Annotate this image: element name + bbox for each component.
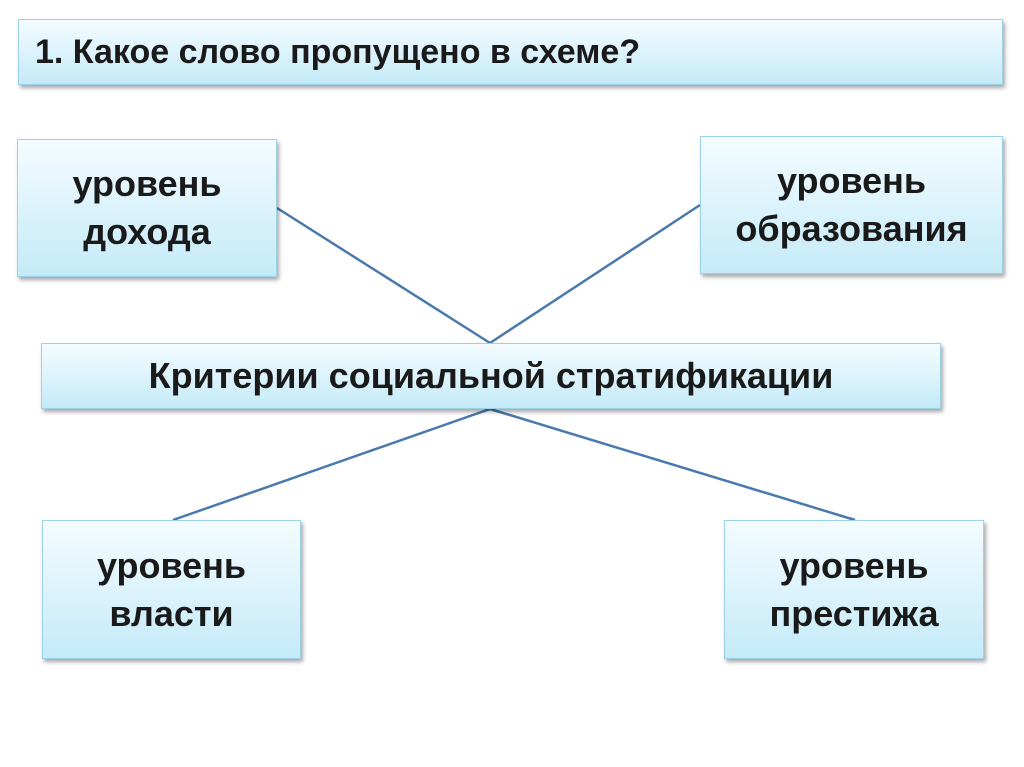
criterion-income-line2: дохода (83, 211, 211, 252)
criterion-prestige-line2: престижа (769, 592, 939, 634)
connector-power (172, 407, 491, 522)
criterion-education-line2: образования (735, 208, 968, 249)
question-title: 1. Какое слово пропущено в схеме? (18, 19, 1003, 85)
connector-prestige (489, 407, 856, 522)
criterion-box-prestige: уровень престижа (724, 520, 984, 659)
criterion-education-line1: уровень (776, 160, 927, 202)
central-concept-box: Критерии социальной стратификации (41, 343, 941, 409)
criterion-box-income: уровень дохода (17, 139, 277, 277)
criterion-income-line1: уровень (72, 163, 222, 205)
criterion-box-education: уровень образования (700, 136, 1003, 274)
criterion-power-line2: власти (109, 592, 234, 634)
connector-income (276, 206, 491, 345)
connector-education (489, 203, 701, 345)
criterion-power-line1: уровень (96, 544, 247, 586)
central-concept-text: Критерии социальной стратификации (148, 355, 834, 397)
criterion-box-power: уровень власти (42, 520, 301, 659)
question-text: 1. Какое слово пропущено в схеме? (35, 32, 641, 71)
criterion-prestige-line1: уровень (779, 544, 929, 586)
